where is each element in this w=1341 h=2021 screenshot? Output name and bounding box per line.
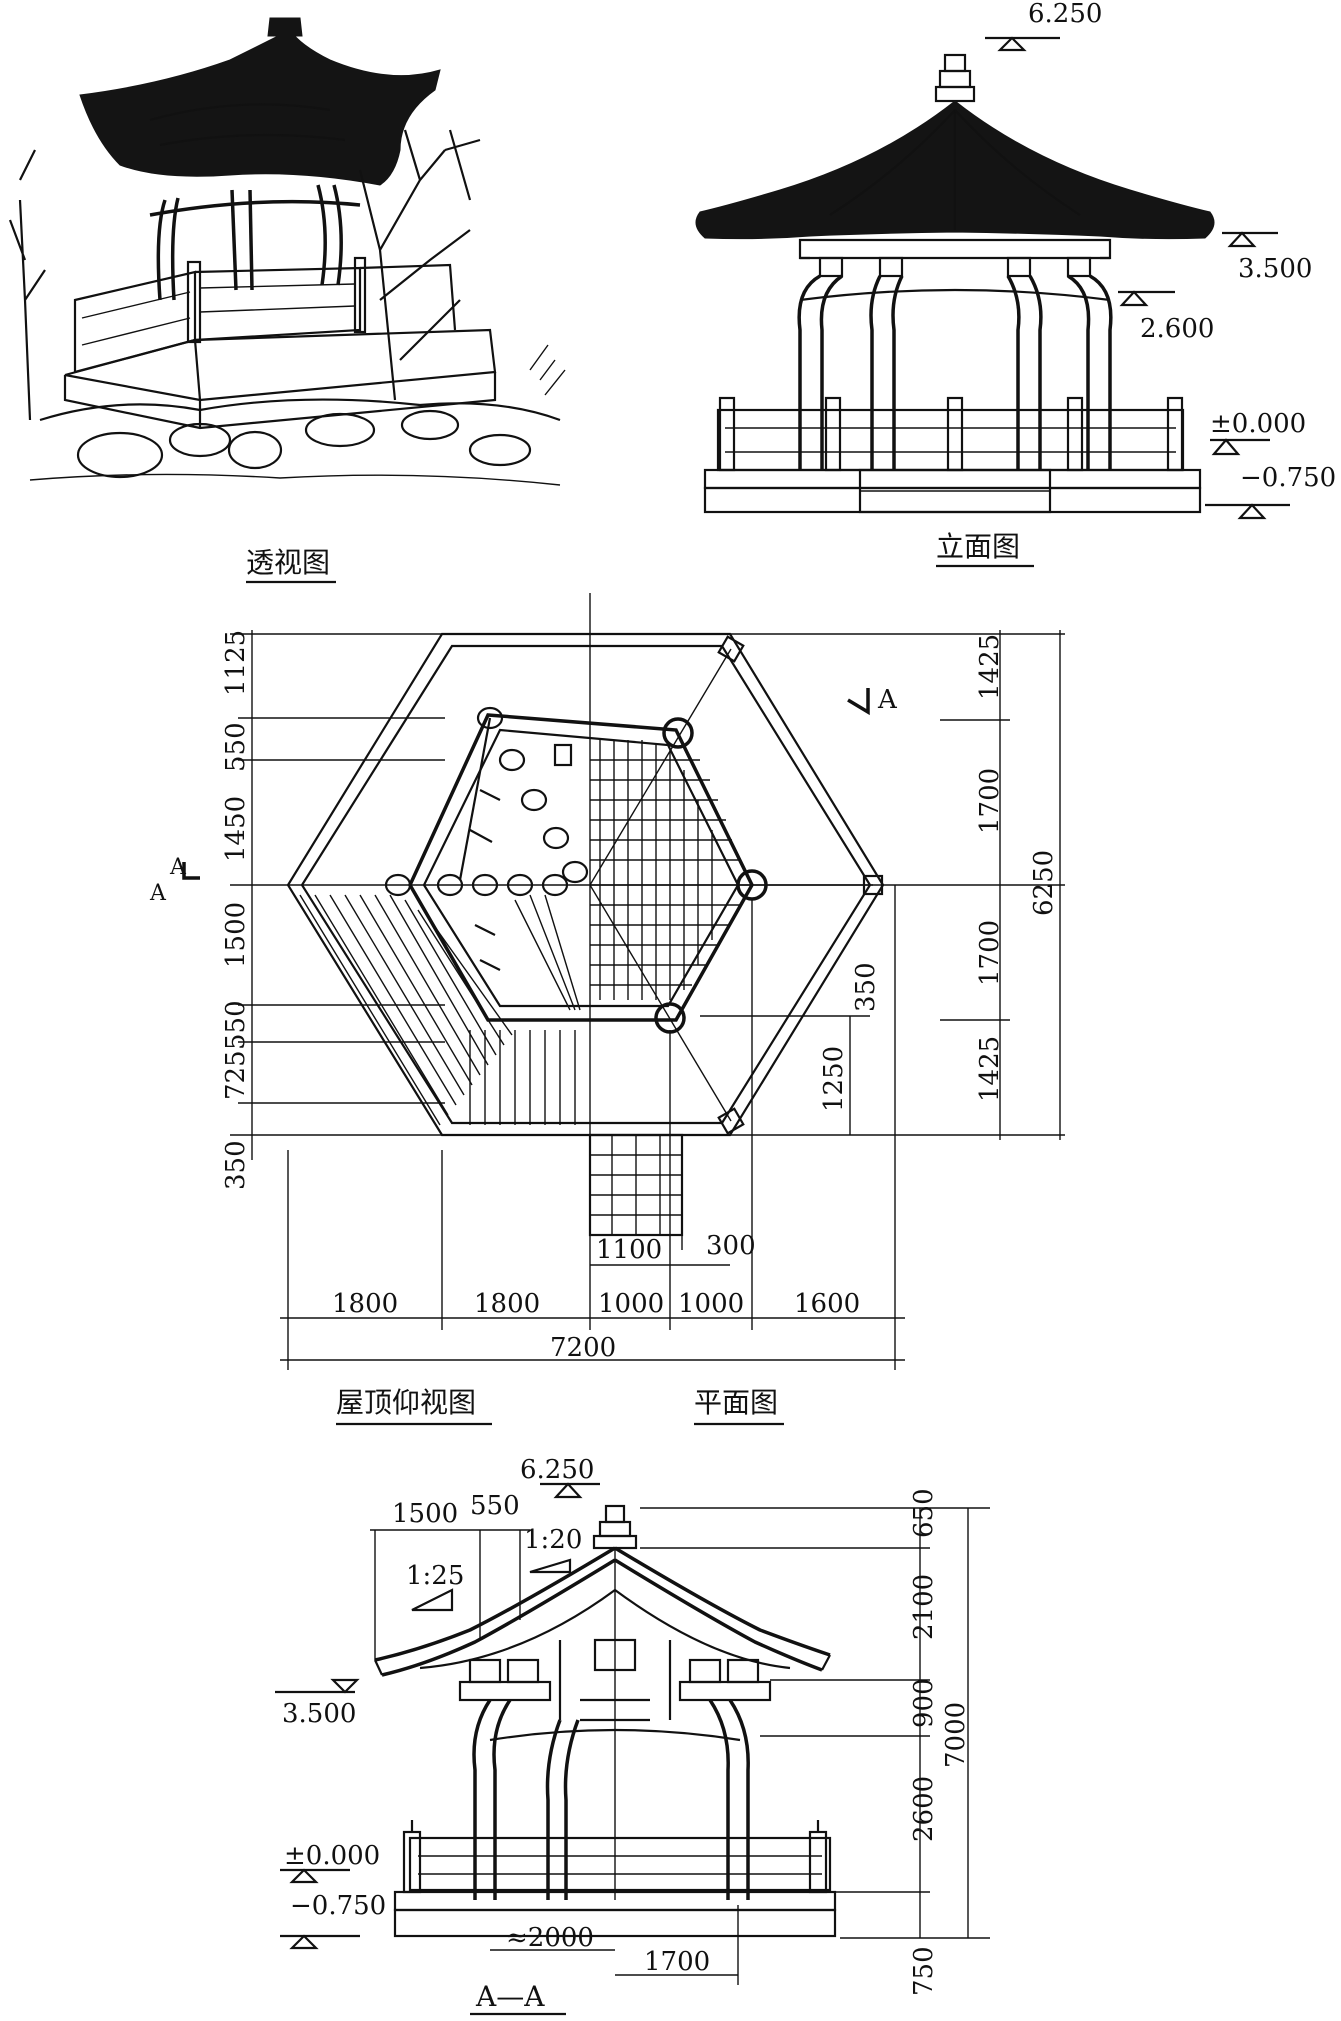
plan-dim-left-350: 350 xyxy=(221,1140,251,1190)
section-slope-1-20: 1:20 xyxy=(524,1525,582,1555)
perspective-sketch xyxy=(8,17,566,486)
section-mark-label-right: A xyxy=(877,685,898,715)
elevation-caption: 立面图 xyxy=(936,530,1020,563)
plan-dim-right-1425: 1425 xyxy=(975,634,1005,700)
section-level-3500: 3.500 xyxy=(282,1699,356,1729)
section-level-marks xyxy=(275,1482,990,1985)
section-level-6250: 6.250 xyxy=(520,1455,594,1485)
section-level-0000: ±0.000 xyxy=(284,1841,380,1871)
section-level-minus0750: −0.750 xyxy=(290,1891,386,1921)
plan-dim-bottom-1000: 1000 xyxy=(598,1289,664,1319)
perspective-ground xyxy=(29,398,561,486)
perspective-platform xyxy=(63,328,497,430)
elevation-level-6250: 6.250 xyxy=(1028,0,1102,29)
elevation-level-minus0750: −0.750 xyxy=(1240,463,1336,493)
plan-dim-step-300: 300 xyxy=(706,1231,756,1261)
plan-dim-left-550: 550 xyxy=(221,722,251,772)
section-dim-550: 550 xyxy=(470,1491,520,1521)
plan-dim-left-1125: 1125 xyxy=(221,630,251,696)
plan-dim-right-1425b: 1425 xyxy=(975,1036,1005,1102)
floor-grid xyxy=(590,740,740,1000)
plan-dim-bottom-1800b: 1800 xyxy=(474,1289,540,1319)
plan-dim-inner-1250: 1250 xyxy=(819,1046,849,1112)
perspective-columns xyxy=(149,184,361,301)
elevation-level-0000: ±0.000 xyxy=(1210,409,1306,439)
section-caption: A—A xyxy=(475,1980,545,2013)
plan-dim-bottom-1600: 1600 xyxy=(794,1289,860,1319)
section-dim-right-900: 900 xyxy=(909,1678,939,1728)
plan-dim-bottom-1800: 1800 xyxy=(332,1289,398,1319)
section-mark-a-right xyxy=(847,688,870,716)
plan-column xyxy=(662,717,694,749)
section-dim-1500: 1500 xyxy=(392,1499,458,1529)
plan-dim-left-1500: 1500 xyxy=(221,902,251,968)
section-drawing xyxy=(374,1504,837,1938)
section-mark-label-left: A xyxy=(169,855,187,880)
plan-dim-inner-350: 350 xyxy=(851,962,881,1012)
plan-dim-right-1700b: 1700 xyxy=(975,920,1005,986)
perspective-roof xyxy=(79,17,441,186)
plan-steps xyxy=(588,1133,684,1250)
rafter-hatching xyxy=(299,894,581,1126)
roof-bracket-chain xyxy=(384,706,589,971)
plan-dimension-lines xyxy=(238,630,1061,1370)
elevation-level-marks xyxy=(985,36,1290,520)
plan-dim-left-1450: 1450 xyxy=(221,796,251,862)
plan-dim-left-725: 725 xyxy=(221,1050,251,1100)
plan-dim-bottom-1000b: 1000 xyxy=(678,1289,744,1319)
section-dim-bottom-1700: 1700 xyxy=(644,1947,710,1977)
section-brackets xyxy=(458,1638,772,1722)
section-dim-right-2100: 2100 xyxy=(909,1574,939,1640)
section-dim-right-750: 750 xyxy=(909,1946,939,1996)
plan-dim-left-550b: 550 xyxy=(221,1000,251,1050)
section-dim-bottom-2000: ≈2000 xyxy=(506,1923,594,1953)
plan-drawing xyxy=(182,593,1065,1250)
elevation-level-3500: 3.500 xyxy=(1238,254,1312,284)
plan-caption: 平面图 xyxy=(694,1386,778,1419)
elevation-level-2600: 2.600 xyxy=(1140,314,1214,344)
perspective-railing xyxy=(73,256,457,374)
plan-dim-bottom-total: 7200 xyxy=(550,1333,616,1363)
section-dim-right-650: 650 xyxy=(909,1488,939,1538)
section-mark-a-left xyxy=(182,862,200,880)
elevation-drawing xyxy=(695,53,1215,514)
perspective-caption: 透视图 xyxy=(246,546,330,579)
roof-underside-caption: 屋顶仰视图 xyxy=(336,1386,476,1419)
section-mark-label-left-2: A xyxy=(149,881,167,906)
plan-dim-right-total: 6250 xyxy=(1029,850,1059,916)
section-dim-right-total: 7000 xyxy=(941,1702,971,1768)
plan-dim-step-1100: 1100 xyxy=(596,1235,662,1265)
perspective-trees xyxy=(8,129,566,421)
section-dim-right-2600: 2600 xyxy=(909,1776,939,1842)
plan-dim-right-1700: 1700 xyxy=(975,768,1005,834)
section-slope-1-25: 1:25 xyxy=(406,1561,464,1591)
